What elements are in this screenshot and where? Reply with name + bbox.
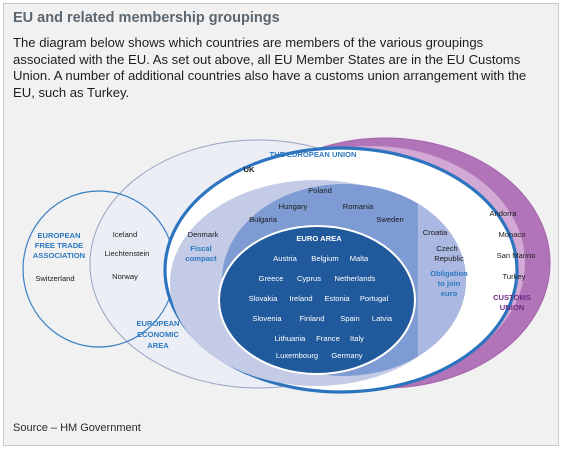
country-lithuania: Lithuania bbox=[275, 334, 307, 343]
country-norway: Norway bbox=[112, 272, 138, 281]
country-monaco: Monaco bbox=[498, 230, 525, 239]
country-france: France bbox=[316, 334, 340, 343]
country-latvia: Latvia bbox=[372, 314, 393, 323]
country-portugal: Portugal bbox=[360, 294, 389, 303]
country-slovakia: Slovakia bbox=[249, 294, 278, 303]
efta-label-1: EUROPEAN bbox=[37, 231, 80, 240]
country-switzerland: Switzerland bbox=[35, 274, 74, 283]
country-czech-republic-2: Republic bbox=[434, 254, 464, 263]
country-greece: Greece bbox=[259, 274, 284, 283]
obligation-label-2: to join bbox=[438, 279, 461, 288]
country-hungary: Hungary bbox=[279, 202, 308, 211]
obligation-label-3: euro bbox=[441, 289, 458, 298]
country-italy: Italy bbox=[350, 334, 364, 343]
fiscal-label-2: compact bbox=[185, 254, 217, 263]
eea-label-2: ECONOMIC bbox=[137, 330, 179, 339]
country-luxembourg: Luxembourg bbox=[276, 351, 318, 360]
country-finland: Finland bbox=[300, 314, 325, 323]
efta-label-3: ASSOCIATION bbox=[33, 251, 85, 260]
country-poland: Poland bbox=[308, 186, 332, 195]
customs-label-1: CUSTOMS bbox=[493, 293, 531, 302]
country-netherlands: Netherlands bbox=[335, 274, 376, 283]
country-germany: Germany bbox=[331, 351, 362, 360]
country-malta: Malta bbox=[350, 254, 369, 263]
country-bulgaria: Bulgaria bbox=[249, 215, 278, 224]
fiscal-label-1: Fiscal bbox=[190, 244, 212, 253]
source-note: Source – HM Government bbox=[13, 422, 141, 434]
country-romania: Romania bbox=[343, 202, 374, 211]
country-andorra: Andorra bbox=[489, 209, 517, 218]
euro-area-label: EURO AREA bbox=[296, 234, 342, 243]
country-liechtenstein: Liechtenstein bbox=[105, 249, 150, 258]
eea-label-3: AREA bbox=[147, 341, 169, 350]
country-iceland: Iceland bbox=[113, 230, 138, 239]
efta-label-2: FREE TRADE bbox=[35, 241, 84, 250]
country-denmark: Denmark bbox=[188, 230, 219, 239]
country-spain: Spain bbox=[340, 314, 359, 323]
country-estonia: Estonia bbox=[324, 294, 350, 303]
country-ireland: Ireland bbox=[289, 294, 312, 303]
country-turkey: Turkey bbox=[503, 272, 526, 281]
eu-label: THE EUROPEAN UNION bbox=[270, 150, 357, 159]
country-croatia: Croatia bbox=[423, 228, 448, 237]
country-cyprus: Cyprus bbox=[297, 274, 321, 283]
country-slovenia: Slovenia bbox=[252, 314, 282, 323]
country-belgium: Belgium bbox=[311, 254, 338, 263]
intro-text: The diagram below shows which countries … bbox=[13, 35, 527, 100]
country-uk: UK bbox=[244, 165, 255, 174]
country-sweden: Sweden bbox=[376, 215, 403, 224]
eea-label-1: EUROPEAN bbox=[136, 319, 179, 328]
country-san-marino: San Marino bbox=[497, 251, 536, 260]
obligation-label-1: Obligation bbox=[430, 269, 468, 278]
country-austria: Austria bbox=[273, 254, 297, 263]
country-czech-republic-1: Czech bbox=[436, 244, 458, 253]
customs-label-2: UNION bbox=[500, 303, 524, 312]
figure-title: EU and related membership groupings bbox=[13, 10, 280, 26]
euro-area-region bbox=[218, 225, 416, 375]
